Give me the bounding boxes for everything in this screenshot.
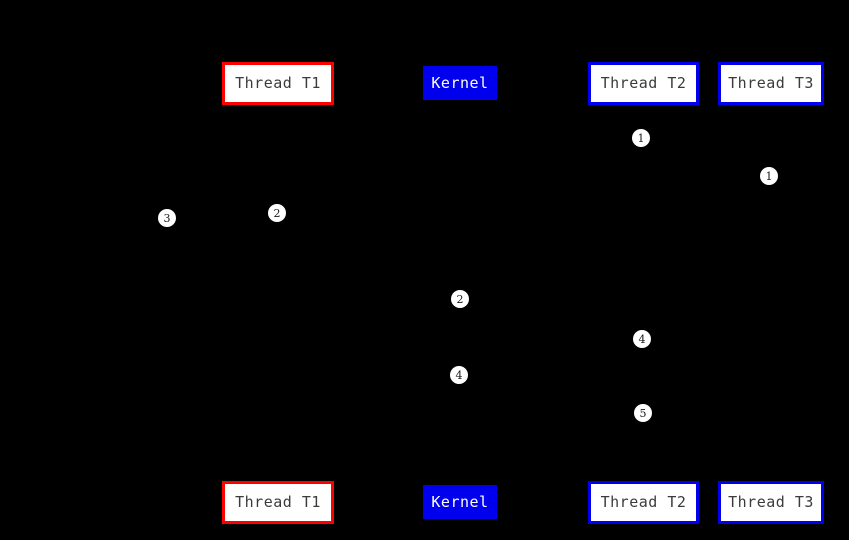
lifeline-t1 xyxy=(278,105,279,481)
step-marker-4: 4 xyxy=(450,366,468,384)
message-arrow xyxy=(460,349,643,350)
lifeline-t2 xyxy=(643,105,644,481)
participant-label: Thread T3 xyxy=(728,74,814,92)
participant-box-t3[interactable]: Thread T3 xyxy=(718,481,824,524)
participant-label: Thread T3 xyxy=(728,493,814,511)
participant-box-t3[interactable]: Thread T3 xyxy=(718,62,824,105)
participant-label: Thread T1 xyxy=(235,74,321,92)
participant-box-t1[interactable]: Thread T1 xyxy=(222,62,334,105)
step-marker-1: 1 xyxy=(760,167,778,185)
step-marker-3: 3 xyxy=(158,209,176,227)
participant-label: Thread T2 xyxy=(600,74,687,92)
message-arrow xyxy=(460,423,643,424)
step-marker-5: 5 xyxy=(634,404,652,422)
participant-box-kernel[interactable]: Kernel xyxy=(423,485,497,519)
participant-box-t1[interactable]: Thread T1 xyxy=(222,481,334,524)
message-arrow xyxy=(167,228,278,229)
message-arrow xyxy=(278,309,460,310)
step-marker-2: 2 xyxy=(268,204,286,222)
participant-label: Thread T2 xyxy=(600,493,687,511)
participant-label: Kernel xyxy=(431,73,489,92)
message-arrow xyxy=(278,223,460,224)
message-arrow xyxy=(460,148,643,149)
step-marker-4: 4 xyxy=(633,330,651,348)
participant-box-kernel[interactable]: Kernel xyxy=(423,66,497,100)
step-marker-2: 2 xyxy=(451,290,469,308)
participant-label: Kernel xyxy=(431,492,489,511)
message-arrow xyxy=(460,385,643,386)
lifeline-t3 xyxy=(771,105,772,481)
participant-box-t2[interactable]: Thread T2 xyxy=(588,62,699,105)
message-arrow xyxy=(460,186,771,187)
participant-box-t2[interactable]: Thread T2 xyxy=(588,481,699,524)
participant-label: Thread T1 xyxy=(235,493,321,511)
step-marker-1: 1 xyxy=(632,129,650,147)
